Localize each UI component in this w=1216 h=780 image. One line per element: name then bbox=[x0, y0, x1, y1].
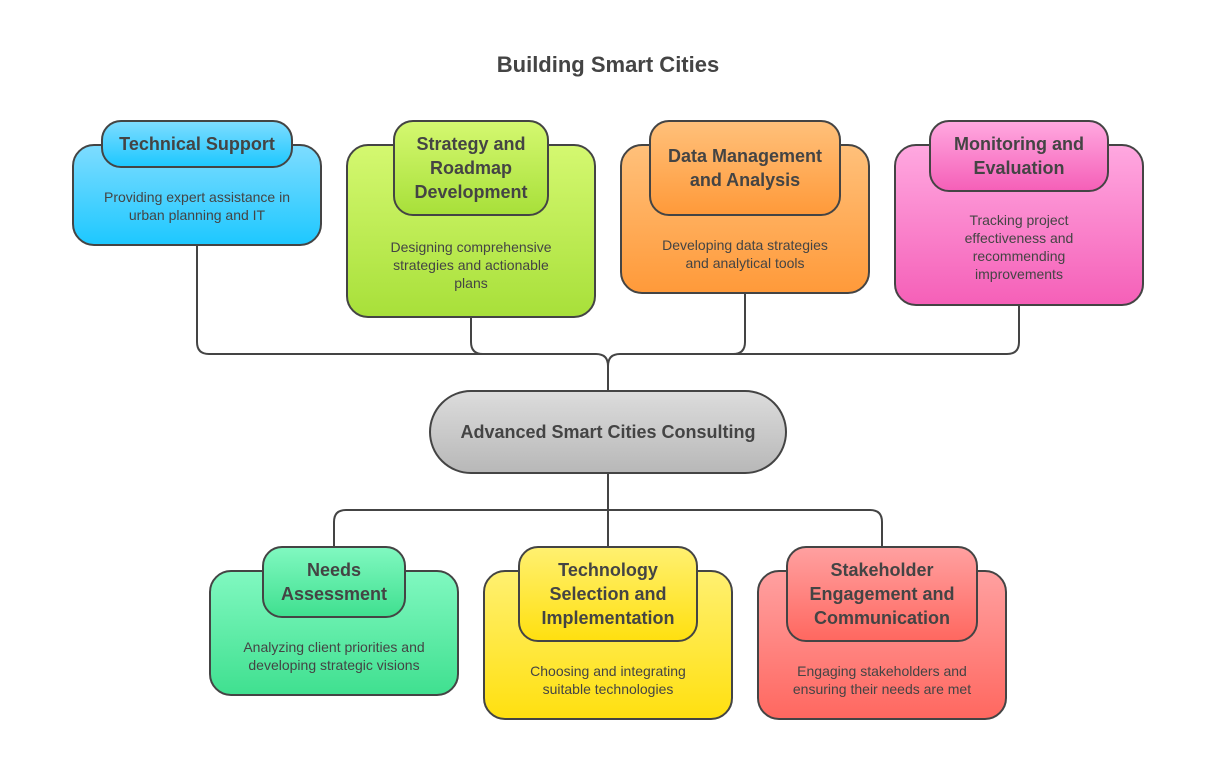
node-title: Stakeholder Engagement and Communication bbox=[786, 546, 978, 642]
node-description: Designing comprehensive strategies and a… bbox=[390, 239, 552, 291]
node-description: Engaging stakeholders and ensuring their… bbox=[792, 663, 972, 697]
diagram-title: Building Smart Cities bbox=[496, 52, 720, 77]
connector-data bbox=[607, 294, 746, 367]
connector-stakeholder bbox=[608, 509, 883, 546]
connector-technical-support bbox=[196, 246, 609, 390]
node-title: Monitoring and Evaluation bbox=[929, 120, 1109, 192]
node-title: Technical Support bbox=[101, 120, 293, 168]
node-description: Analyzing client priorities and developi… bbox=[243, 639, 425, 673]
connector-monitoring bbox=[620, 306, 1020, 355]
center-node: Advanced Smart Cities Consulting bbox=[429, 390, 787, 474]
node-title: Data Management and Analysis bbox=[649, 120, 841, 216]
connector-needs bbox=[333, 509, 608, 546]
node-description: Providing expert assistance in urban pla… bbox=[104, 189, 290, 223]
node-title: Technology Selection and Implementation bbox=[518, 546, 698, 642]
connector-strategy bbox=[470, 318, 596, 355]
node-description: Choosing and integrating suitable techno… bbox=[530, 663, 686, 697]
node-description: Developing data strategies and analytica… bbox=[662, 237, 828, 271]
node-description: Tracking project effectiveness and recom… bbox=[964, 212, 1074, 282]
node-title: Needs Assessment bbox=[262, 546, 406, 618]
node-title: Strategy and Roadmap Development bbox=[393, 120, 549, 216]
